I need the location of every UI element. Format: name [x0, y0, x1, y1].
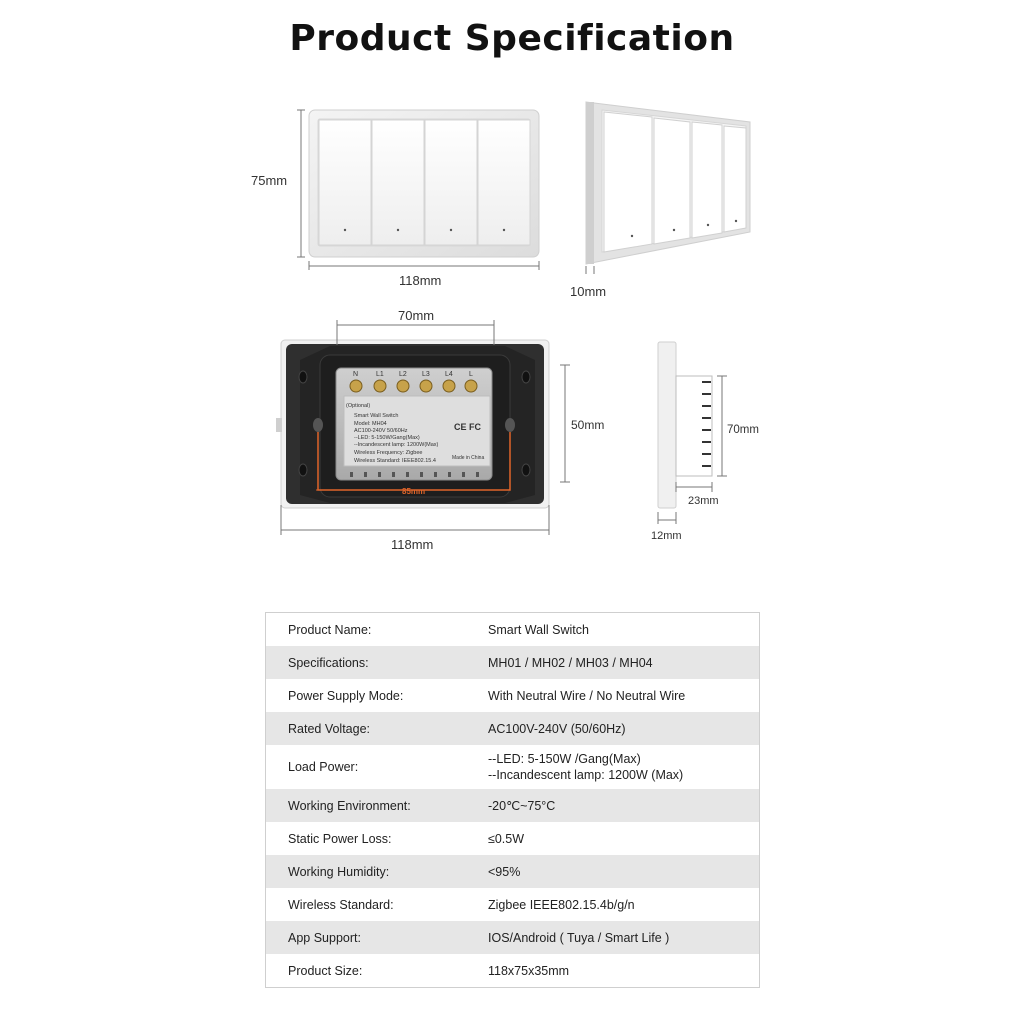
page-title: Product Specification: [289, 18, 735, 59]
spec-value: With Neutral Wire / No Neutral Wire: [488, 688, 686, 703]
terminal-label: L1: [376, 371, 384, 378]
spec-value: Smart Wall Switch: [488, 622, 589, 637]
spec-key: Product Size:: [288, 963, 363, 978]
spec-key: Load Power:: [288, 760, 359, 774]
spec-key: Wireless Standard:: [288, 897, 394, 912]
spec-row: Wireless Standard: Zigbee IEEE802.15.4b/…: [266, 888, 759, 921]
label-line: AC100-240V 50/60Hz: [354, 428, 408, 434]
terminal-label: N: [353, 371, 359, 378]
made-in: Made in China: [452, 455, 485, 461]
spec-value: IOS/Android ( Tuya / Smart Life ): [488, 930, 670, 945]
spec-key: Static Power Loss:: [288, 831, 392, 846]
dim-front-width: 118mm: [399, 273, 442, 288]
product-diagrams: [276, 101, 751, 535]
spec-row: Static Power Loss: ≤0.5W: [266, 822, 759, 855]
terminal-screws: [349, 379, 478, 393]
spec-value: Zigbee IEEE802.15.4b/g/n: [488, 897, 635, 912]
spec-row: Product Size: 118x75x35mm: [266, 954, 759, 987]
spec-key: Power Supply Mode:: [288, 688, 404, 703]
spec-row: Power Supply Mode: With Neutral Wire / N…: [266, 679, 759, 712]
label-line: Wireless Standard: IEEE802.15.4: [354, 458, 436, 464]
dim-profile-depth: 23mm: [688, 495, 719, 507]
spec-key: Rated Voltage:: [288, 721, 371, 736]
back-view: [276, 320, 570, 535]
dim-front-height: 75mm: [251, 173, 288, 188]
spec-row: Load Power: --LED: 5-150W /Gang(Max) --I…: [266, 745, 759, 789]
perspective-view: [585, 101, 751, 274]
spec-key: App Support:: [288, 930, 361, 945]
label-line: Wireless Frequency: Zigbee: [354, 450, 423, 456]
spec-row: Specifications: MH01 / MH02 / MH03 / MH0…: [266, 646, 759, 679]
cert-marks: CE FC: [454, 422, 481, 432]
spec-value: AC100V-240V (50/60Hz): [488, 721, 626, 736]
spec-key: Specifications:: [288, 655, 369, 670]
terminal-label: L: [469, 371, 473, 378]
terminal-label: L2: [399, 371, 407, 378]
terminal-label: L4: [445, 371, 453, 378]
spec-value: -20℃~75°C: [488, 798, 556, 813]
profile-view: [657, 341, 727, 524]
spec-table: Product Name: Smart Wall Switch Specific…: [265, 612, 760, 988]
front-keys: [318, 119, 531, 246]
spec-row: Product Name: Smart Wall Switch: [266, 613, 759, 646]
optional-note: (Optional): [346, 403, 371, 409]
spec-row: Working Humidity: <95%: [266, 855, 759, 888]
spec-key: Product Name:: [288, 622, 372, 637]
spec-row: App Support: IOS/Android ( Tuya / Smart …: [266, 921, 759, 954]
spec-key: Working Humidity:: [288, 864, 390, 879]
dim-profile-height: 70mm: [727, 424, 759, 436]
spec-row: Working Environment: -20℃~75°C: [266, 789, 759, 822]
dim-back-right: 50mm: [571, 418, 605, 432]
dim-profile-plate: 12mm: [651, 530, 682, 542]
label-line: Smart Wall Switch: [354, 413, 399, 419]
dim-back-inner: 85mm: [402, 487, 426, 496]
dim-back-bottom: 118mm: [391, 537, 434, 552]
terminal-label: L3: [422, 371, 430, 378]
spec-row: Rated Voltage: AC100V-240V (50/60Hz): [266, 712, 759, 745]
spec-key: Working Environment:: [288, 798, 411, 813]
spec-value: ≤0.5W: [488, 831, 525, 846]
spec-value: --LED: 5-150W /Gang(Max) --Incandescent …: [488, 752, 684, 782]
label-line: --Incandescent lamp: 1200W(Max): [354, 442, 439, 448]
front-view: [297, 109, 540, 270]
spec-value: 118x75x35mm: [488, 963, 570, 978]
label-line: Model: MH04: [354, 421, 387, 427]
dim-back-top: 70mm: [398, 308, 435, 323]
dim-side-depth: 10mm: [570, 284, 607, 299]
label-line: --LED: 5-150W/Gang(Max): [354, 435, 420, 441]
spec-value: MH01 / MH02 / MH03 / MH04: [488, 655, 653, 670]
spec-value: <95%: [488, 864, 521, 879]
